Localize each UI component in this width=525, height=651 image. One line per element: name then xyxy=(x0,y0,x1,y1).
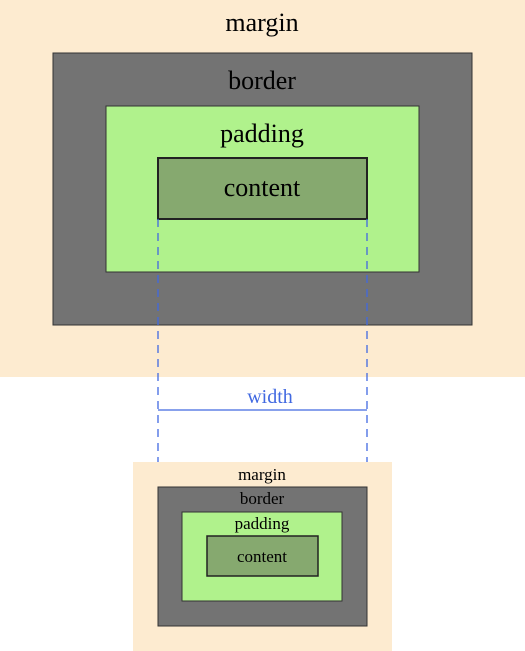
large-content-label: content xyxy=(224,173,301,202)
small-border-label: border xyxy=(240,489,285,508)
small-padding-label: padding xyxy=(235,514,290,533)
large-content-area xyxy=(157,157,368,220)
small-margin-label: margin xyxy=(238,465,286,484)
large-padding-label: padding xyxy=(220,119,304,148)
large-border-label: border xyxy=(228,66,296,95)
small-content-area xyxy=(206,535,319,577)
width-guides: width xyxy=(157,219,368,487)
large-margin-label: margin xyxy=(225,8,298,37)
width-label: width xyxy=(247,386,293,408)
small-box-model: margin border padding content xyxy=(133,462,392,651)
large-box-model: margin border padding content xyxy=(0,0,525,377)
small-content-label: content xyxy=(237,547,287,566)
